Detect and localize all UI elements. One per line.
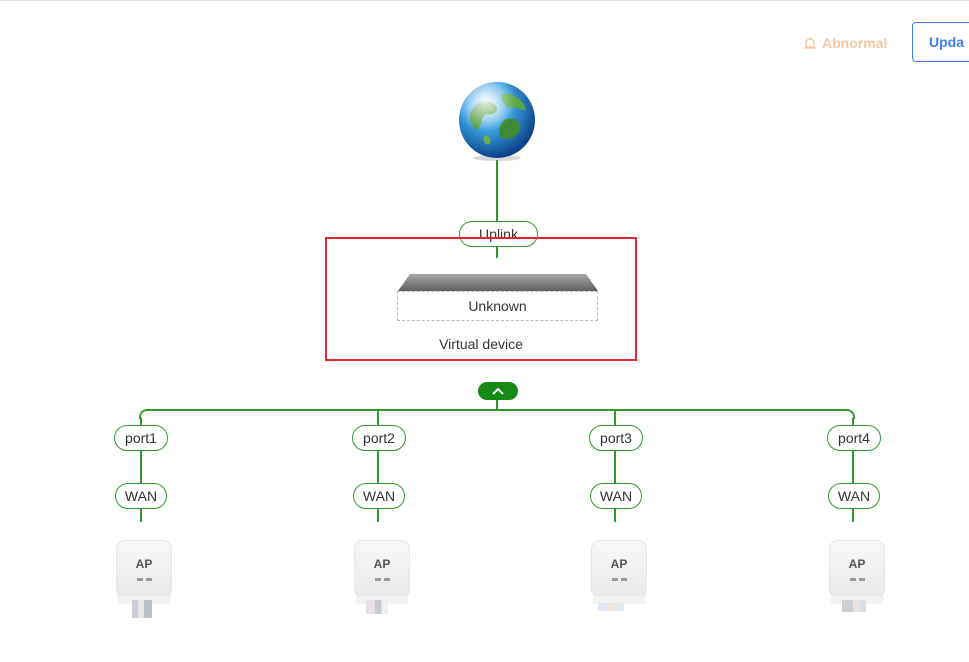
port3-label[interactable]: port3 <box>589 425 643 451</box>
alarm-icon <box>804 37 816 49</box>
port4-wan-label[interactable]: WAN <box>828 483 880 509</box>
port1-label[interactable]: port1 <box>114 425 168 451</box>
bus-join-port2 <box>377 409 379 419</box>
port1-connector <box>140 418 142 522</box>
device-caption: Virtual device <box>439 336 523 352</box>
port2-connector <box>377 418 379 522</box>
ap-device-2-text: AP <box>373 557 391 571</box>
abnormal-status[interactable]: Abnormal <box>803 33 887 53</box>
port4-label[interactable]: port4 <box>827 425 881 451</box>
uplink-connector <box>496 160 498 258</box>
update-button[interactable]: Upda <box>912 22 969 62</box>
collapse-button[interactable] <box>478 382 518 400</box>
port4-connector <box>852 418 854 522</box>
ap-brand-mark <box>116 578 172 584</box>
port3-connector <box>614 418 616 522</box>
device-name-redacted <box>842 600 866 612</box>
update-button-label: Upda <box>929 34 964 50</box>
port2-wan-label[interactable]: WAN <box>353 483 405 509</box>
ap-device-3-base <box>593 596 645 604</box>
device-model-text: Unknown <box>468 298 527 314</box>
device-model-label[interactable]: Unknown <box>397 291 598 321</box>
chevron-up-icon <box>492 387 504 395</box>
selected-device-highlight <box>325 237 637 361</box>
ap-brand-mark <box>591 578 647 584</box>
globe-icon <box>459 82 535 161</box>
port2-label[interactable]: port2 <box>352 425 406 451</box>
switch-device-icon[interactable] <box>398 274 598 292</box>
ap-brand-mark <box>354 578 410 584</box>
port3-wan-label[interactable]: WAN <box>590 483 642 509</box>
top-divider <box>0 0 969 1</box>
device-name-redacted <box>598 603 624 611</box>
ap-device-4-text: AP <box>848 557 866 571</box>
abnormal-label: Abnormal <box>822 35 888 51</box>
bus-corner-right <box>845 409 855 419</box>
ap-device-2[interactable]: AP <box>354 540 410 598</box>
trunk-connector <box>496 398 498 411</box>
ap-device-1[interactable]: AP <box>116 540 172 598</box>
bus-corner-left <box>139 409 149 419</box>
device-name-redacted <box>366 600 388 614</box>
port1-wan-label[interactable]: WAN <box>115 483 167 509</box>
ap-device-4[interactable]: AP <box>829 540 885 598</box>
bus-join-port3 <box>614 409 616 419</box>
ap-brand-mark <box>829 578 885 584</box>
ap-device-1-text: AP <box>135 557 153 571</box>
ap-device-3-text: AP <box>610 557 628 571</box>
port-bus-line <box>149 409 845 411</box>
ap-device-3[interactable]: AP <box>591 540 647 598</box>
device-name-redacted <box>132 600 152 618</box>
